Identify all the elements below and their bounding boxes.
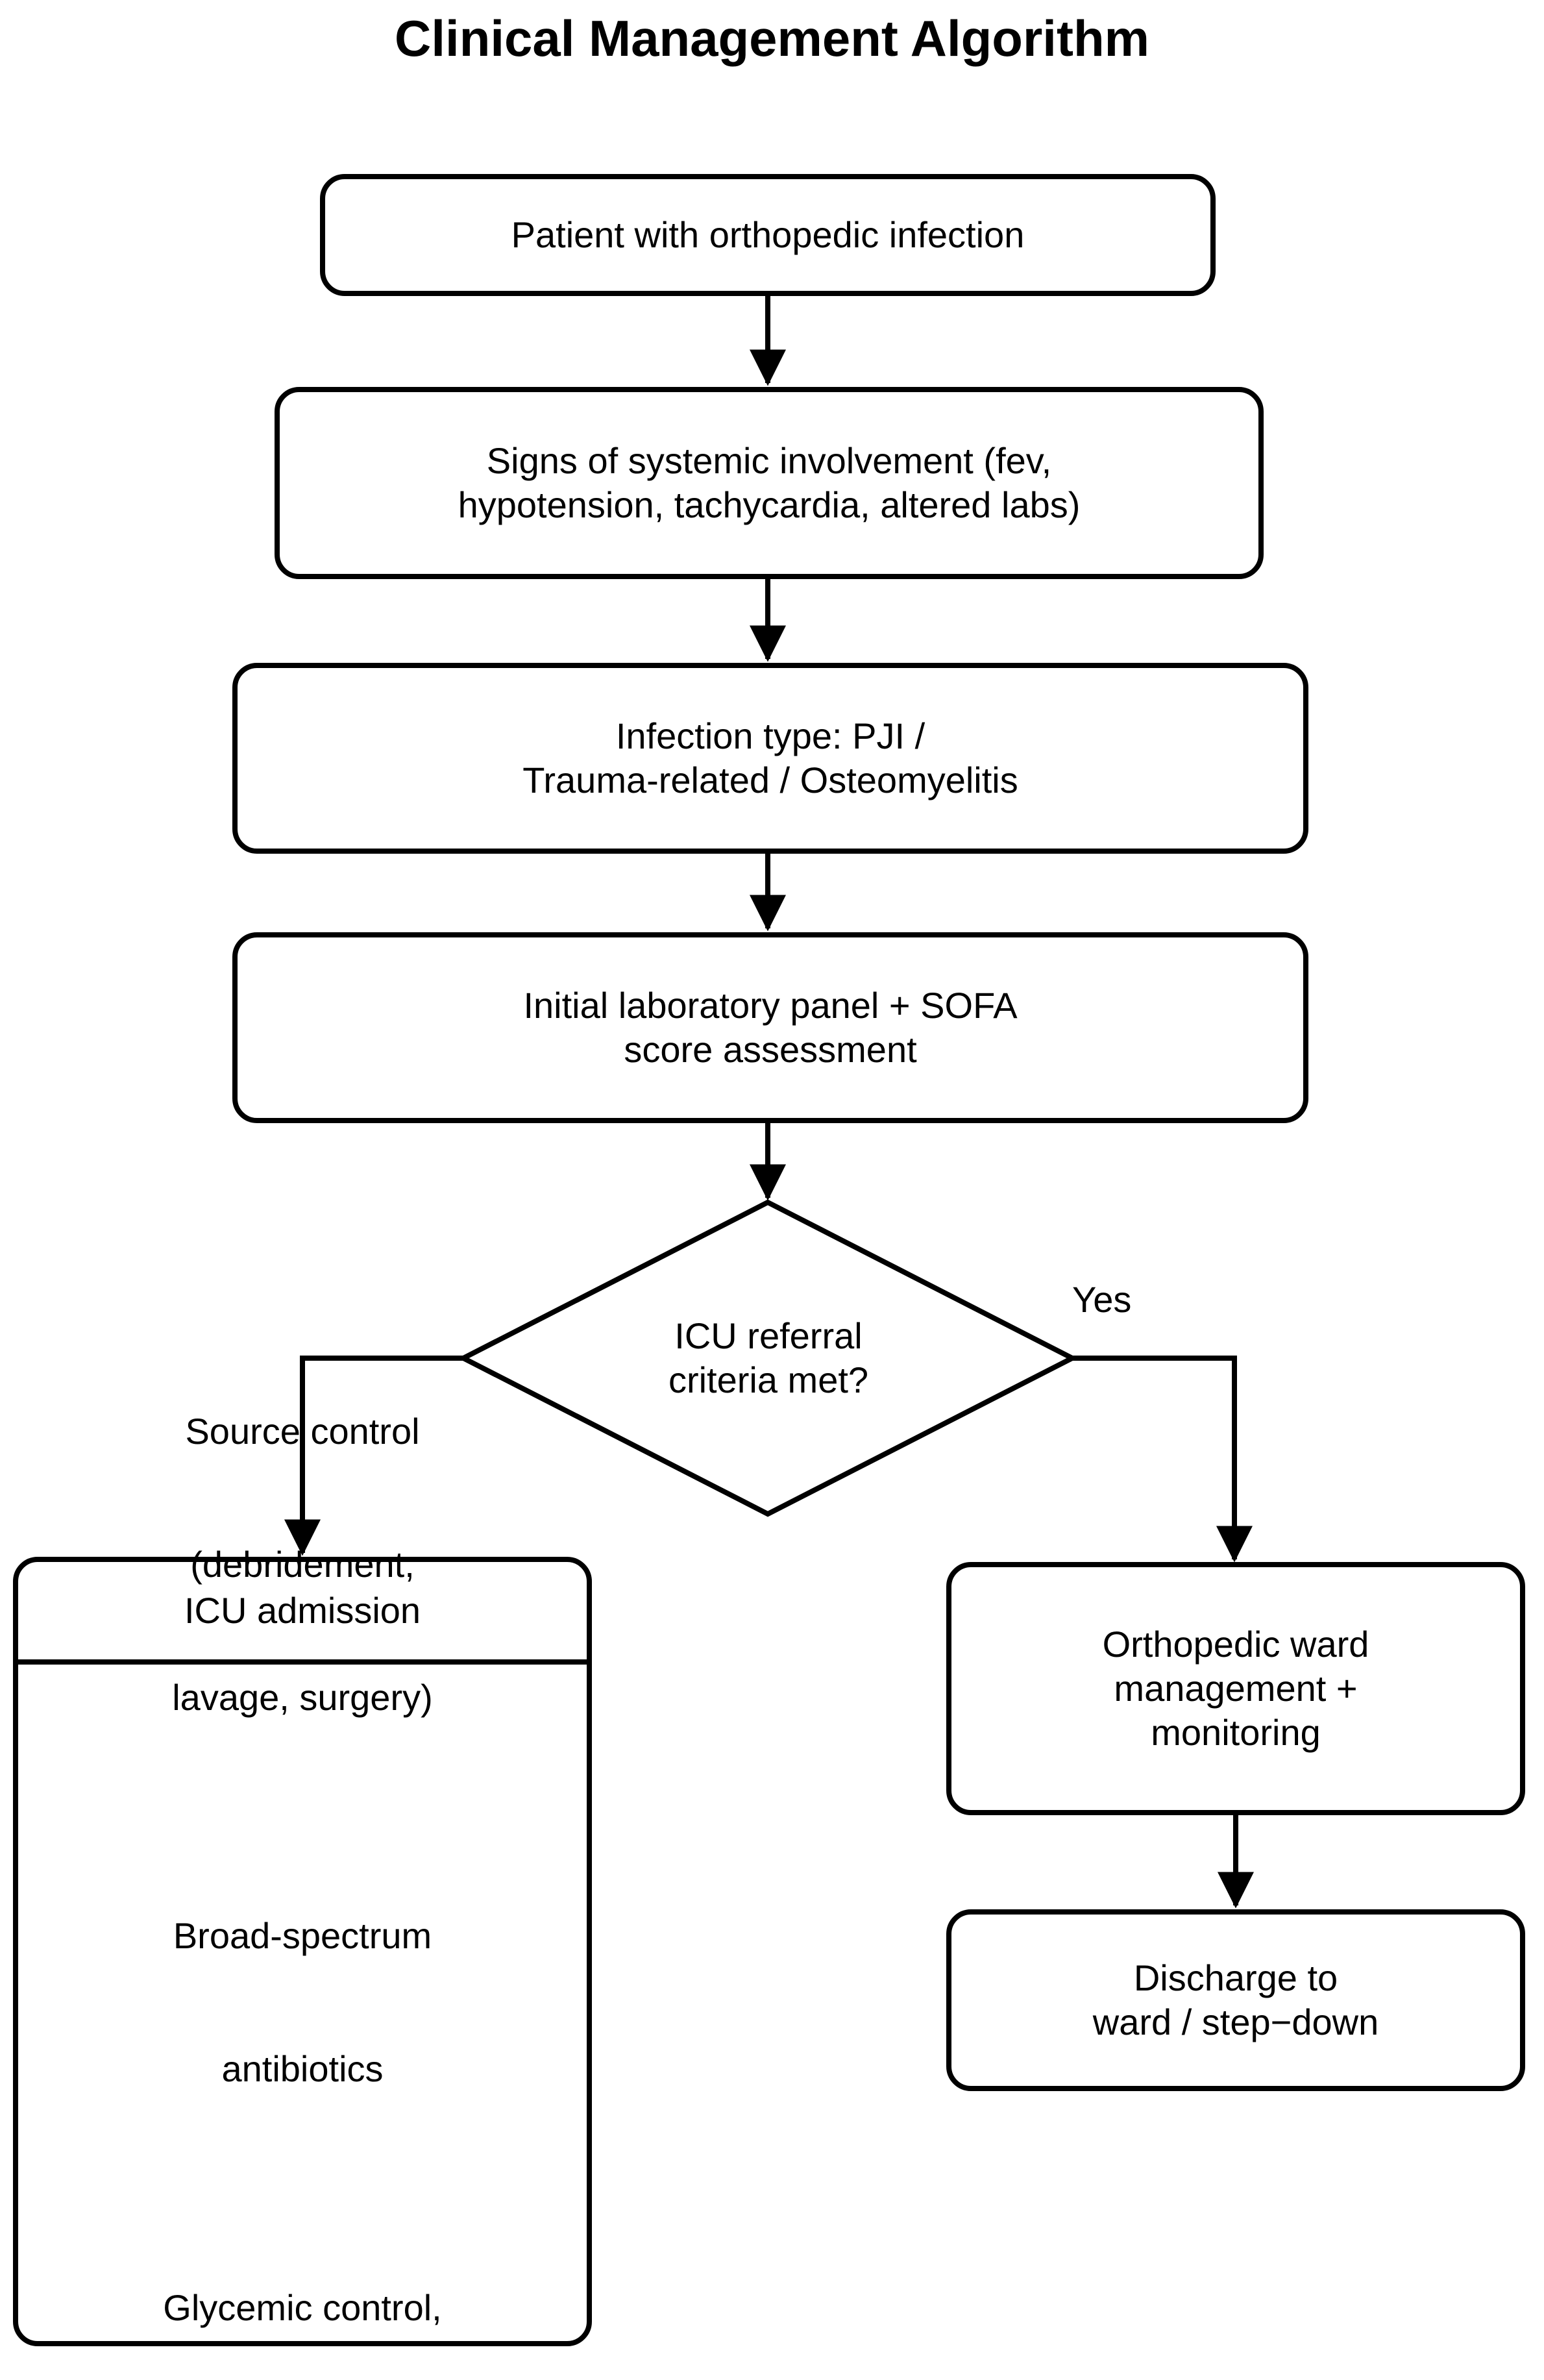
node-infection-type-shape[interactable] xyxy=(232,663,1308,854)
node-decision-shape[interactable] xyxy=(458,1199,1078,1517)
edge-decision-to-icu xyxy=(284,1356,463,1556)
node-systemic-shape[interactable] xyxy=(275,387,1264,579)
node-start-shape[interactable] xyxy=(320,174,1216,296)
node-discharge-shape[interactable] xyxy=(946,1909,1525,2091)
node-ward-shape[interactable] xyxy=(946,1562,1525,1815)
edge-decision-to-ward xyxy=(1072,1356,1253,1563)
page-title: Clinical Management Algorithm xyxy=(395,10,1149,67)
node-icu-shape[interactable] xyxy=(13,1557,592,2346)
node-labs-shape[interactable] xyxy=(232,932,1308,1123)
